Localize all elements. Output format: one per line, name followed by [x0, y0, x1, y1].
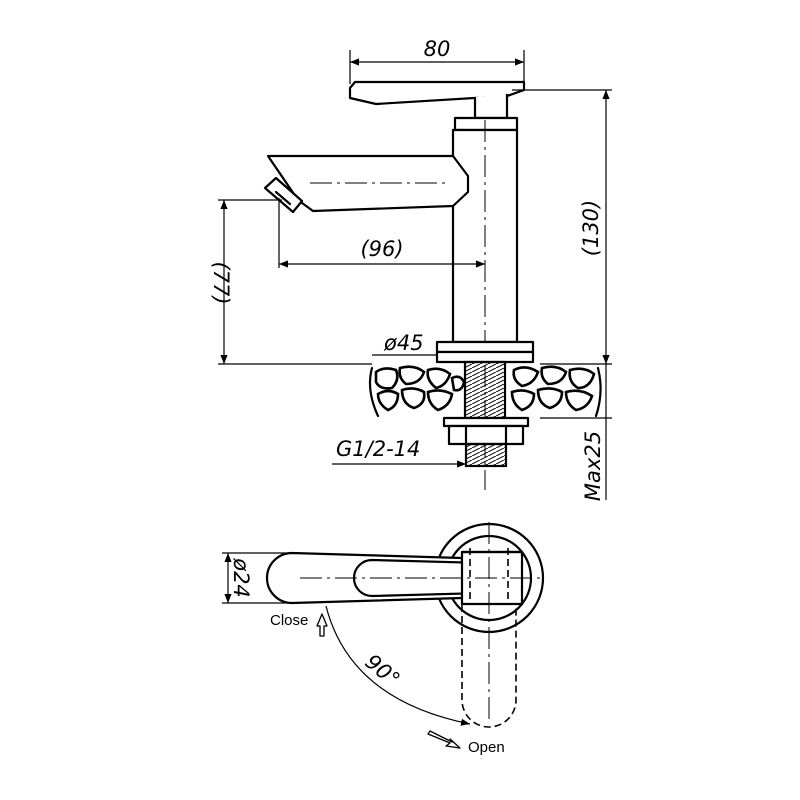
rotation-angle: 90°	[361, 649, 405, 691]
dim-base-diameter: ø45	[383, 331, 424, 355]
dim-thread: G1/2-14	[336, 437, 420, 461]
base-gasket	[435, 350, 535, 364]
base-flange	[435, 340, 535, 354]
top-view: ø24 90° Close Open	[222, 522, 545, 756]
rotation-arc	[325, 605, 471, 726]
body-cap	[453, 116, 519, 132]
dim-spout-reach: (96)	[360, 237, 403, 261]
close-arrow-icon	[316, 613, 328, 637]
threaded-shank	[463, 360, 507, 420]
handle-lever	[348, 80, 526, 106]
dim-handle-diameter: ø24	[229, 557, 253, 598]
handle-neck	[473, 94, 509, 120]
dim-spout-height: (77)	[209, 261, 233, 304]
mounting-nut	[447, 424, 525, 446]
open-label: Open	[468, 739, 505, 756]
washer	[442, 416, 530, 428]
countertop-section	[368, 365, 602, 418]
close-label: Close	[270, 612, 308, 629]
dim-total-height: (130)	[579, 200, 603, 256]
aerator	[263, 176, 304, 214]
dim-max-thickness: Max25	[581, 431, 605, 501]
dim-handle-length: 80	[424, 37, 451, 61]
open-arrow-icon	[427, 730, 461, 749]
side-view: 80 (130) (96) (77) ø45 G1/2-14 Max25	[209, 37, 612, 501]
inlet-connector	[464, 442, 508, 468]
handle-open-inner	[469, 548, 509, 600]
aerator-ring	[274, 190, 292, 206]
handle-open-hidden	[461, 605, 517, 728]
